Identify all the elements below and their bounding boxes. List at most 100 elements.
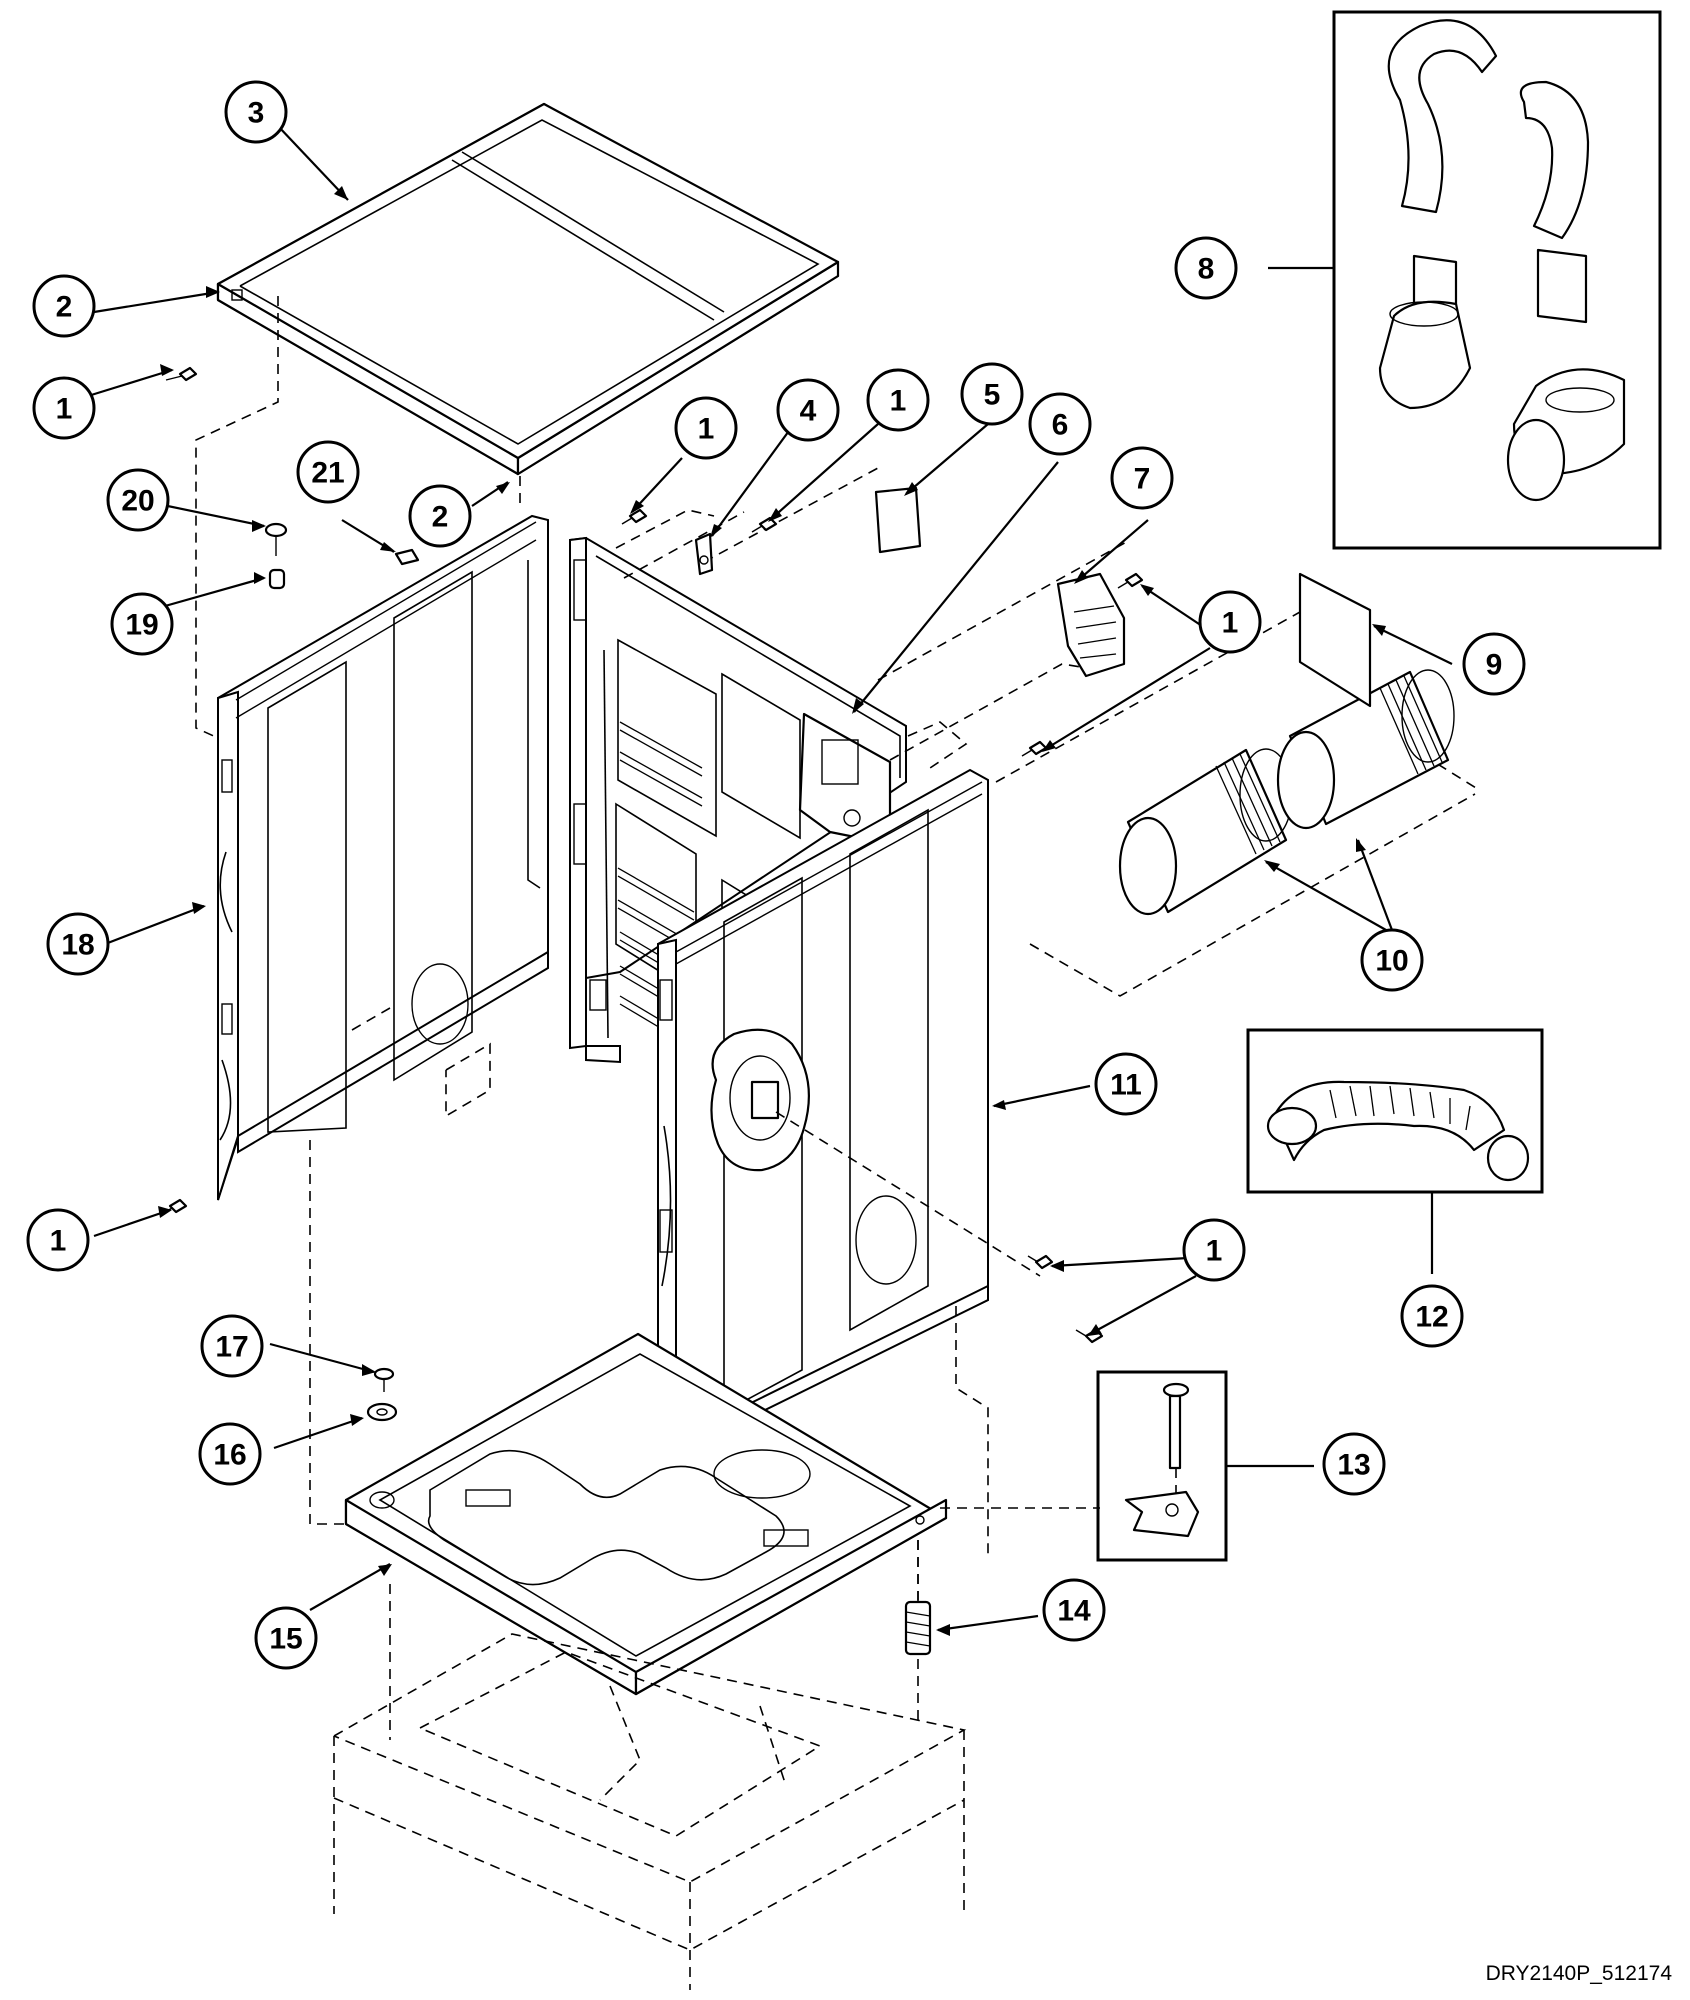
screw [264,522,288,556]
callout-8: 8 [1174,236,1238,300]
spacer [268,568,286,590]
base-tub [344,1332,948,1696]
callout-circle [1322,1432,1386,1496]
callout-circle [32,274,96,338]
callout-4: 4 [776,378,840,442]
callout-1: 1 [866,368,930,432]
alignment-line [195,296,279,739]
callout-12: 12 [1400,1284,1464,1348]
callout-circle [1182,1218,1246,1282]
callout-number: 15 [269,1623,302,1656]
callout-6: 6 [1028,392,1092,456]
callout-circle [254,1606,318,1670]
diagram-id-label: DRY2140P_512174 [1485,1962,1672,1985]
callout-number: 1 [50,1225,67,1258]
callout-circle [776,378,840,442]
callout-circle [46,912,110,976]
callout-15: 15 [254,1606,318,1670]
callout-number: 20 [121,485,154,518]
leader-lines [87,125,1453,1636]
callout-number: 19 [125,609,158,642]
callout-17: 17 [200,1314,264,1378]
screw [1021,740,1048,757]
callout-circle [224,80,288,144]
callout-circle [1028,392,1092,456]
screw [751,516,778,533]
callout-circle [1198,590,1262,654]
callout-20: 20 [106,468,170,532]
callout-2: 2 [32,274,96,338]
plug [394,548,420,566]
callout-2: 2 [408,484,472,548]
front-panel [657,768,989,1456]
exhaust-duct-pair [1118,669,1455,916]
alignment-line [1029,793,1476,997]
callout-number: 13 [1337,1449,1370,1482]
callout-11: 11 [1094,1052,1158,1116]
callout-circle [408,484,472,548]
callout-circle [1400,1284,1464,1348]
callout-number: 17 [215,1331,248,1364]
callout-circle [296,440,360,504]
callout-18: 18 [46,912,110,976]
callout-circle [110,592,174,656]
callout-10: 10 [1360,928,1424,992]
callout-circle [1174,236,1238,300]
alignment-line [775,1111,1041,1277]
callout-number: 3 [248,97,265,130]
alignment-line [955,1306,989,1560]
callout-1: 1 [674,396,738,460]
callout-5: 5 [960,362,1024,426]
callout-circle [1094,1052,1158,1116]
callout-3: 3 [224,80,288,144]
label-plate [1298,572,1372,708]
left-side-panel [217,514,549,1201]
alignment-line [309,1140,360,1525]
callout-1: 1 [1198,590,1262,654]
anti-tip-bracket-box [1096,1370,1228,1562]
callout-circle [866,368,930,432]
alignment-line [703,467,879,563]
callout-number: 2 [56,291,73,324]
vent-plate [1056,572,1126,678]
callout-7: 7 [1110,446,1174,510]
callout-number: 1 [1222,607,1239,640]
callout-19: 19 [110,592,174,656]
callout-number: 1 [698,413,715,446]
callout-number: 11 [1110,1069,1142,1102]
callout-number: 1 [890,385,907,418]
callout-circle [674,396,738,460]
callout-14: 14 [1042,1578,1106,1642]
callout-number: 12 [1415,1301,1448,1334]
callout-circle [200,1314,264,1378]
callout-circle [1042,1578,1106,1642]
screw [165,366,198,382]
leveling-leg [904,1540,932,1656]
top-cover [216,102,840,476]
callout-number: 21 [311,457,344,490]
callout-circle [32,376,96,440]
alignment-line [907,721,968,769]
callout-number: 18 [61,929,94,962]
screw [373,1367,395,1392]
callout-21: 21 [296,440,360,504]
washer [366,1402,398,1422]
callout-1: 1 [32,376,96,440]
screw [1027,1254,1054,1270]
callout-1: 1 [1182,1218,1246,1282]
callout-circle [1462,632,1526,696]
duct-kit-box [1332,10,1662,550]
alignment-line [623,511,745,579]
callout-number: 1 [56,393,73,426]
rear-panel [569,536,907,1064]
callout-1: 1 [26,1208,90,1272]
callout-number: 2 [432,501,449,534]
callout-13: 13 [1322,1432,1386,1496]
callout-number: 5 [984,379,1001,412]
label-plate [874,486,922,554]
callout-number: 9 [1486,649,1503,682]
flex-duct-box [1246,1028,1544,1194]
callout-circle [1110,446,1174,510]
bracket [694,532,714,576]
